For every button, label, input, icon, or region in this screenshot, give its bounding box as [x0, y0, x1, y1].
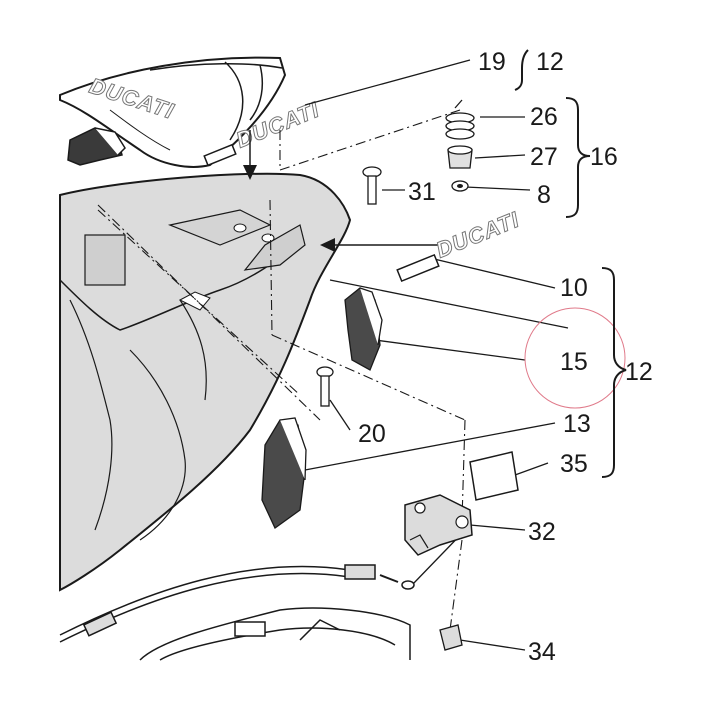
- callout-12-group: 12: [625, 358, 653, 386]
- release-cable: [59, 564, 415, 643]
- subframe-lower: [139, 607, 411, 661]
- arrow-seat: [243, 130, 257, 180]
- left-vent-grille: [67, 127, 126, 166]
- grille-13: [261, 417, 307, 529]
- callout-32: 32: [528, 518, 556, 546]
- callout-13: 13: [563, 410, 591, 438]
- clip-34: [439, 624, 463, 651]
- washer-part: [451, 180, 469, 192]
- tail-body-main: [59, 172, 352, 592]
- callout-27: 27: [530, 143, 558, 171]
- callout-31: 31: [408, 178, 436, 206]
- callout-labels: 19 12 26 27 16 8 31 10 15 12 20 13 35 32…: [358, 48, 653, 666]
- arrow-decal: [320, 238, 440, 252]
- callout-35: 35: [560, 450, 588, 478]
- callout-19: 19: [478, 48, 506, 76]
- highlight-circle: [524, 307, 626, 409]
- decal-10: DUCATI: [396, 206, 523, 283]
- callout-16: 16: [590, 143, 618, 171]
- brace-16: [565, 97, 591, 218]
- brace-12-group: [601, 267, 627, 478]
- callout-26: 26: [530, 103, 558, 131]
- assembly-lines: [97, 109, 466, 631]
- grille-15: [344, 287, 383, 371]
- tail-fairing-upper: DUCATI: [59, 56, 287, 168]
- callout-8: 8: [537, 181, 551, 209]
- ducati-logo-decal: DUCATI: [433, 207, 523, 263]
- screw-20: [316, 366, 334, 407]
- spring-part: [445, 99, 475, 140]
- bushing-part: [447, 145, 473, 169]
- callout-34: 34: [528, 638, 556, 666]
- callout-20: 20: [358, 420, 386, 448]
- callout-10: 10: [560, 274, 588, 302]
- pad-35: [469, 451, 519, 501]
- latch-32: [404, 494, 473, 556]
- callout-12-top: 12: [536, 48, 564, 76]
- screw-31: [362, 166, 382, 205]
- brace-12-top: [514, 49, 529, 91]
- callout-15: 15: [560, 348, 588, 376]
